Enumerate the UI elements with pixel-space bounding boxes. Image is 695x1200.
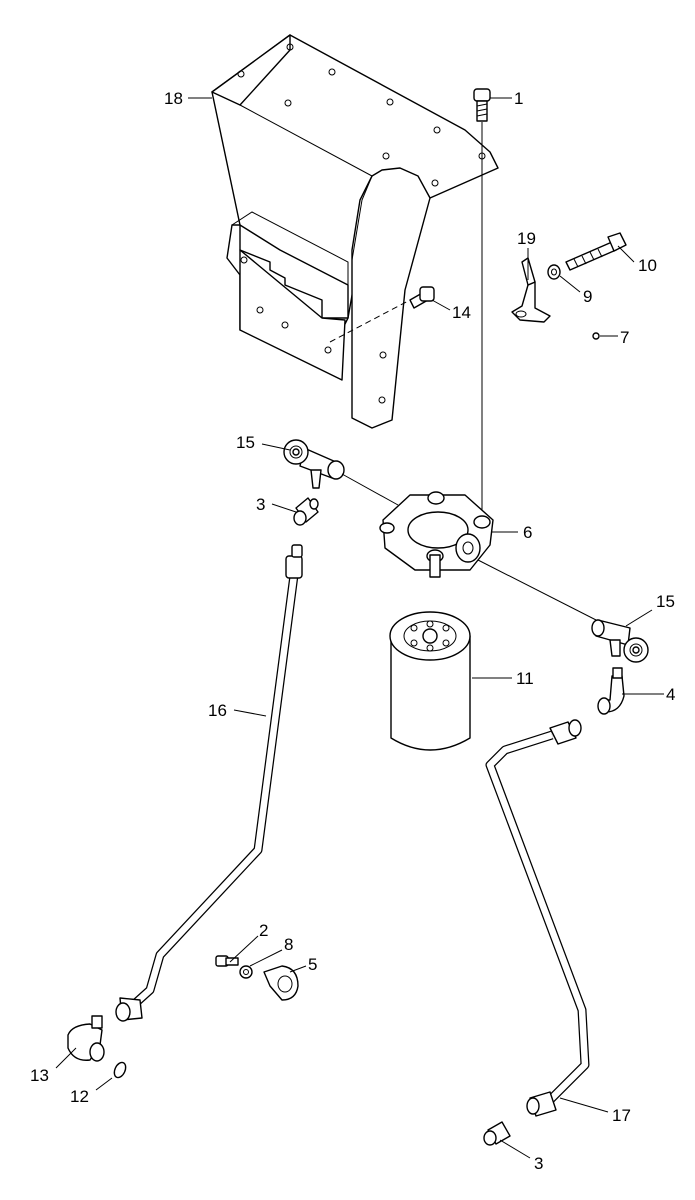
callout-15-upper: 15 xyxy=(236,433,255,452)
part-18-mounting-bracket xyxy=(211,34,499,429)
part-3-adapter-lower xyxy=(483,1121,511,1146)
callout-1: 1 xyxy=(514,89,523,108)
part-15-tee-fitting-upper xyxy=(283,439,399,506)
callout-9: 9 xyxy=(583,287,592,306)
callout-12: 12 xyxy=(70,1087,89,1106)
part-5-clip xyxy=(263,965,299,1001)
callout-2: 2 xyxy=(259,921,268,940)
part-7-nut xyxy=(592,332,600,340)
part-14-bolt xyxy=(409,286,435,309)
callout-17: 17 xyxy=(612,1106,631,1125)
callout-3-lower: 3 xyxy=(534,1154,543,1173)
part-6-filter-head xyxy=(379,491,601,623)
part-19-small-bracket xyxy=(511,257,551,323)
part-2-bolt xyxy=(215,955,239,967)
callout-18: 18 xyxy=(164,89,183,108)
callout-6: 6 xyxy=(523,523,532,542)
part-13-elbow xyxy=(67,1015,105,1062)
callout-11: 11 xyxy=(516,669,534,688)
part-1-bolt xyxy=(473,88,491,520)
callout-19: 19 xyxy=(517,229,536,248)
callout-8: 8 xyxy=(284,935,293,954)
callout-3-upper: 3 xyxy=(256,495,265,514)
part-15-tee-fitting-right xyxy=(591,619,649,663)
part-11-filter-cartridge xyxy=(389,611,471,751)
callout-4: 4 xyxy=(666,685,675,704)
callout-16: 16 xyxy=(208,701,227,720)
callout-10: 10 xyxy=(638,256,657,275)
part-9-washer xyxy=(547,264,561,280)
callout-13: 13 xyxy=(30,1066,49,1085)
callout-5: 5 xyxy=(308,955,317,974)
part-8-washer xyxy=(239,965,253,979)
callout-15-right: 15 xyxy=(656,592,675,611)
part-17-fuel-line xyxy=(485,719,590,1117)
part-16-fuel-line xyxy=(115,544,303,1022)
leader-lines xyxy=(55,97,664,1159)
part-3-adapter-upper xyxy=(293,497,319,526)
part-12-o-ring xyxy=(113,1061,127,1079)
part-4-elbow xyxy=(597,667,625,715)
callout-labels: 1 18 19 10 9 7 14 15 3 6 15 4 11 16 2 8 … xyxy=(30,89,675,1173)
callout-7: 7 xyxy=(620,328,629,347)
callout-14: 14 xyxy=(452,303,471,322)
part-10-bolt xyxy=(565,232,627,271)
